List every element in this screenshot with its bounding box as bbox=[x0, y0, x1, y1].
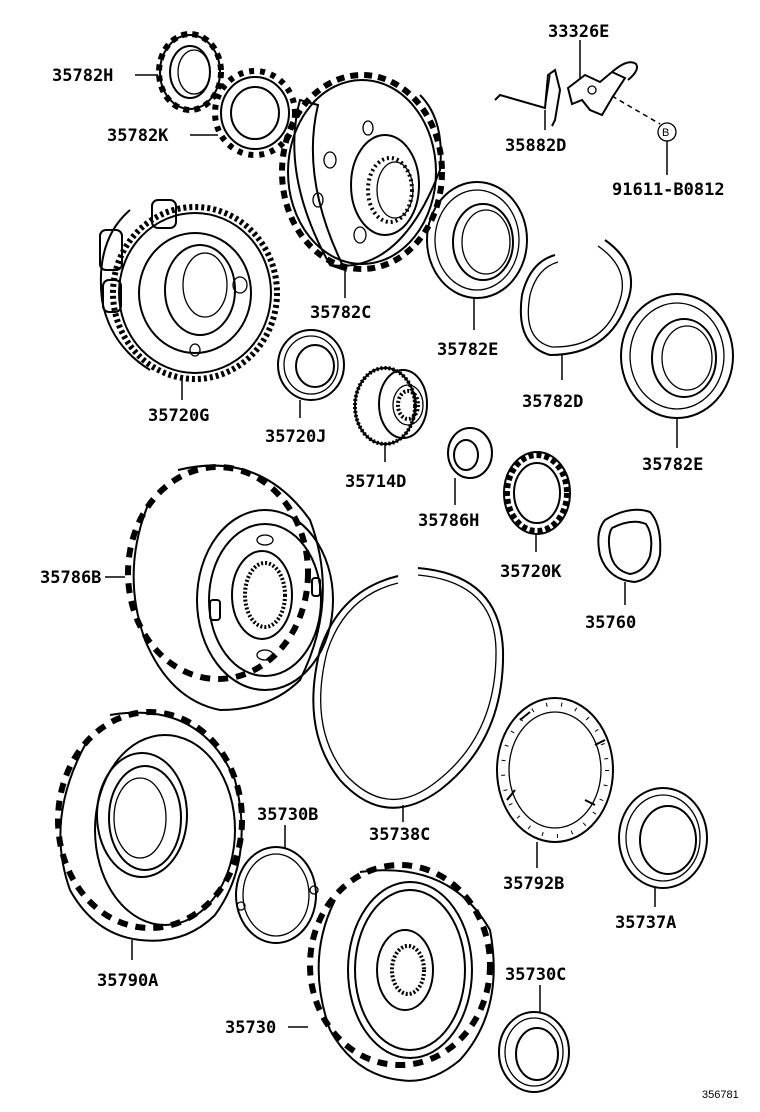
part-35730C-drawing[interactable] bbox=[498, 1011, 570, 1093]
label-35782E-right[interactable]: 35782E bbox=[642, 455, 703, 475]
part-35720G-drawing[interactable] bbox=[99, 199, 280, 382]
label-35782E-upper[interactable]: 35782E bbox=[437, 340, 498, 360]
part-35720K-drawing[interactable] bbox=[503, 451, 571, 535]
label-33326E[interactable]: 33326E bbox=[548, 22, 609, 42]
label-35782K[interactable]: 35782K bbox=[107, 126, 169, 146]
part-35786B-drawing[interactable] bbox=[597, 508, 662, 584]
part-35786H-drawing[interactable] bbox=[447, 427, 493, 479]
part-35738C-drawing[interactable] bbox=[235, 846, 319, 944]
label-35720J[interactable]: 35720J bbox=[265, 427, 326, 447]
part-35782H-drawing[interactable] bbox=[156, 31, 224, 113]
label-35782C[interactable]: 35782C bbox=[310, 303, 371, 323]
label-35786B[interactable]: 35760 bbox=[585, 613, 636, 633]
part-35720J-drawing[interactable] bbox=[277, 329, 345, 401]
figure-id: 356781 bbox=[702, 1089, 739, 1101]
label-35738C[interactable]: 35730B bbox=[257, 805, 318, 825]
label-35790A[interactable]: 35790A bbox=[97, 971, 158, 991]
bolt-marker-letter: B bbox=[662, 127, 669, 139]
part-33326E-drawing[interactable] bbox=[566, 61, 638, 117]
part-35730-drawing[interactable] bbox=[307, 862, 495, 1082]
label-35792B[interactable]: 35738C bbox=[369, 825, 430, 845]
part-35790A-drawing[interactable] bbox=[55, 709, 245, 942]
part-35782C-drawing[interactable] bbox=[279, 72, 445, 272]
label-35730[interactable]: 35730 bbox=[225, 1018, 276, 1038]
label-35737A[interactable]: 35792B bbox=[503, 874, 564, 894]
part-35792B-drawing[interactable] bbox=[312, 567, 505, 809]
label-35720K[interactable]: 35720K bbox=[500, 562, 562, 582]
part-35760-drawing[interactable] bbox=[125, 464, 334, 711]
part-35882D-drawing[interactable] bbox=[494, 68, 562, 127]
label-35882D[interactable]: 35882D bbox=[505, 136, 566, 156]
label-35782H[interactable]: 35782H bbox=[52, 66, 113, 86]
part-35782K-drawing[interactable] bbox=[212, 68, 298, 158]
label-35720G[interactable]: 35720G bbox=[148, 406, 209, 426]
part-35782D-drawing[interactable] bbox=[519, 239, 633, 357]
part-35714D-drawing[interactable] bbox=[353, 366, 428, 446]
part-35782E-upper-drawing[interactable] bbox=[426, 181, 528, 299]
label-35786H[interactable]: 35786H bbox=[418, 511, 479, 531]
part-35730B-drawing[interactable] bbox=[618, 787, 708, 889]
label-35730C[interactable]: 35730C bbox=[505, 965, 566, 985]
label-35760[interactable]: 35786B bbox=[40, 568, 101, 588]
part-35782E-right-drawing[interactable] bbox=[620, 293, 734, 419]
label-35730B[interactable]: 35737A bbox=[615, 913, 676, 933]
label-35782D[interactable]: 35782D bbox=[522, 392, 583, 412]
label-91611-B0812[interactable]: 91611-B0812 bbox=[612, 180, 725, 200]
part-35737A-drawing[interactable] bbox=[496, 697, 614, 843]
label-35714D[interactable]: 35714D bbox=[345, 472, 406, 492]
